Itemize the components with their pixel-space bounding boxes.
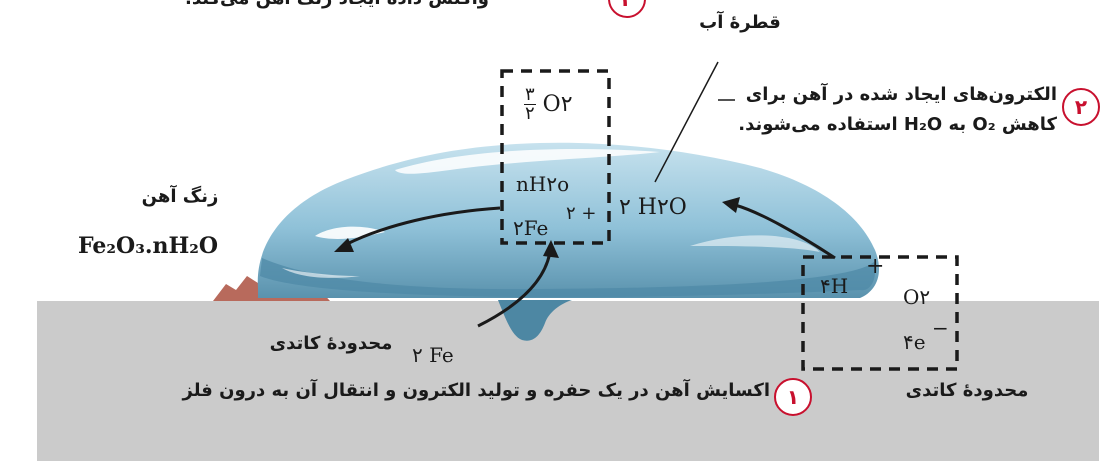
reaction-box-anode xyxy=(500,69,611,245)
cathode-label-right: محدودهٔ کاتدی xyxy=(905,380,1029,401)
box1-frac-den: ۲ xyxy=(525,103,535,124)
arrow-fe-up-head xyxy=(543,240,559,258)
box2-h: ۴H xyxy=(820,274,849,298)
box2-o2: O۲ xyxy=(903,285,931,309)
drop-highlight-right xyxy=(690,235,820,252)
box2-e: ۴e xyxy=(903,330,926,354)
drop-highlight-left xyxy=(315,226,385,239)
arrow-to-water-head xyxy=(722,197,740,213)
step1-badge: ۱ xyxy=(774,378,812,416)
box1-fe: ۲Fe xyxy=(513,216,549,240)
arrow-fe-up xyxy=(477,251,552,328)
box1-water: nH۲o xyxy=(516,172,570,196)
drop-water-product: ۲ H۲O xyxy=(619,195,687,220)
box1-frac-num: ۳ xyxy=(524,84,536,105)
electrons-line2: کاهش O₂ به H₂O استفاده می‌شوند. xyxy=(738,114,1057,135)
box1-o2-group: ۳ ۲ O۲ xyxy=(524,86,573,123)
box2-e-charge: − xyxy=(932,316,949,340)
reaction-box-cathode xyxy=(801,255,959,371)
box1-o2: O۲ xyxy=(542,92,573,117)
rust-formula: Fe₂O₃.nH₂O xyxy=(78,233,219,259)
step2-badge: ۲ xyxy=(1062,88,1100,126)
electrons-line1: الکترون‌های ایجاد شده در آهن برای xyxy=(745,84,1057,105)
drop-bottom-band xyxy=(260,258,876,298)
box1-fe-charge: ۲ + xyxy=(566,203,597,224)
arrow-to-rust-head xyxy=(334,238,354,252)
box2-h-charge: + xyxy=(866,254,885,279)
step3-text: واکنش داده ایجاد زنگ آهن می‌کند. xyxy=(185,0,605,9)
drop-highlight-edge xyxy=(282,268,360,278)
oxidation-text: اکسایش آهن در یک حفره و تولید الکترون و … xyxy=(182,380,771,401)
water-drop xyxy=(257,142,880,298)
iron-label: ۲ Fe xyxy=(412,343,454,367)
drop-highlight-top xyxy=(395,149,660,174)
cathode-label-left: محدودهٔ کاتدی xyxy=(269,333,393,354)
arrow-to-water xyxy=(734,203,836,260)
drop-drip xyxy=(498,300,572,341)
iron-metal-surface xyxy=(37,301,1099,461)
water-drop-pointer xyxy=(654,61,719,183)
rust-title: زنگ آهن xyxy=(141,186,219,207)
water-drop-label: قطرهٔ آب xyxy=(699,12,781,33)
arrow-to-rust xyxy=(344,206,501,247)
